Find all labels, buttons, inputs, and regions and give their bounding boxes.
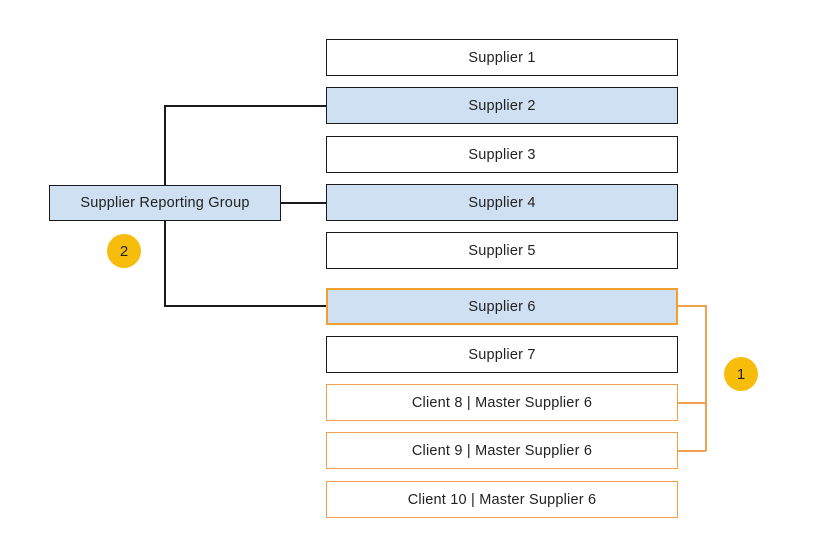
group-label: Supplier Reporting Group [80,195,250,211]
supplier-3-box[interactable]: Supplier 3 [326,136,678,173]
supplier-label: Supplier 1 [468,49,536,66]
supplier-5-box[interactable]: Supplier 5 [326,232,678,269]
connector-to-supplier-4 [280,202,327,204]
supplier-label: Supplier 6 [468,298,536,315]
supplier-label: Supplier 7 [468,346,536,363]
bracket-client-8 [677,402,706,404]
client-9-box[interactable]: Client 9 | Master Supplier 6 [326,432,678,469]
supplier-label: Supplier 4 [468,194,536,211]
supplier-7-box[interactable]: Supplier 7 [326,336,678,373]
supplier-label: Supplier 5 [468,242,536,259]
supplier-6-box[interactable]: Supplier 6 [326,288,678,325]
client-10-box[interactable]: Client 10 | Master Supplier 6 [326,481,678,518]
bracket-supplier-6 [677,305,706,307]
supplier-label: Client 10 | Master Supplier 6 [407,491,597,508]
badge-2: 2 [107,234,141,268]
client-8-box[interactable]: Client 8 | Master Supplier 6 [326,384,678,421]
badge-1: 1 [724,357,758,391]
supplier-reporting-group-box[interactable]: Supplier Reporting Group [49,185,281,221]
supplier-label: Client 9 | Master Supplier 6 [411,442,593,459]
supplier-label: Client 8 | Master Supplier 6 [411,394,593,411]
supplier-label: Supplier 3 [468,146,536,163]
badge-2-label: 2 [119,242,129,260]
bracket-vertical [705,305,707,451]
connector-to-supplier-6 [164,305,327,307]
connector-to-supplier-2 [164,105,327,107]
supplier-label: Supplier 2 [468,97,536,114]
badge-1-label: 1 [736,365,746,383]
bracket-client-9 [677,450,706,452]
supplier-4-box[interactable]: Supplier 4 [326,184,678,221]
supplier-2-box[interactable]: Supplier 2 [326,87,678,124]
supplier-1-box[interactable]: Supplier 1 [326,39,678,76]
